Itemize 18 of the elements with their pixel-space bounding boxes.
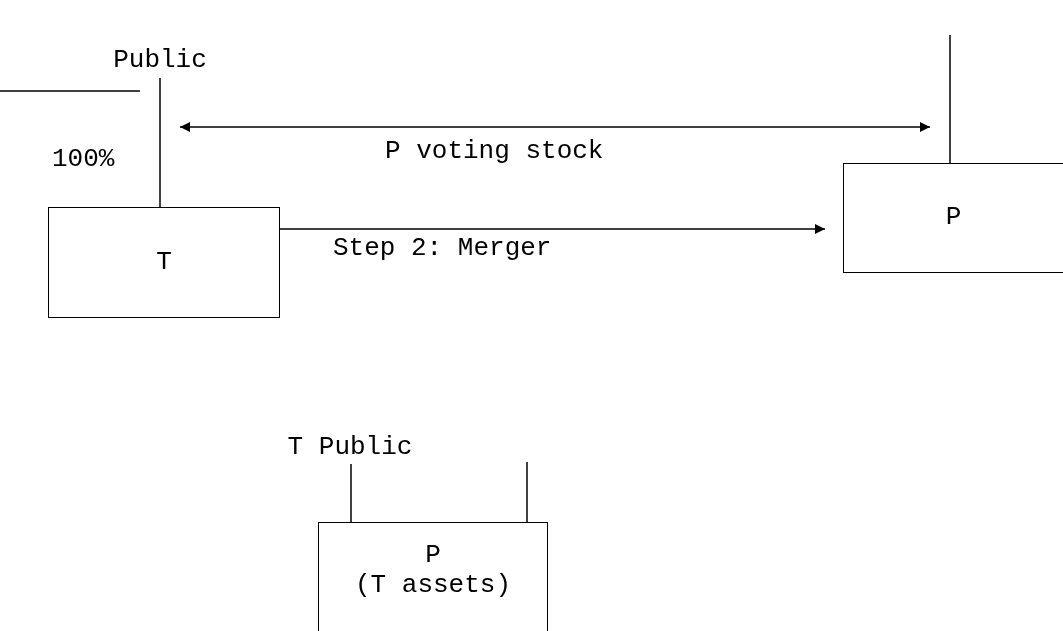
entity-box [48, 207, 280, 318]
ownership-line [949, 34, 951, 164]
entity-name: P [945, 203, 962, 233]
ownership-line [526, 461, 528, 523]
shareholder-label: T Public [250, 432, 450, 464]
entity-name: T [156, 247, 172, 278]
arrow [279, 224, 826, 234]
entity-box [843, 163, 1063, 273]
entity-name: P [425, 541, 441, 571]
edge-label: Step 2: Merger [333, 233, 552, 263]
edge-label: P voting stock [385, 136, 604, 166]
ownership-line [159, 77, 161, 208]
ownership-percentage: 100% [52, 144, 115, 174]
shareholder-label: Public [100, 44, 220, 78]
entity-box [318, 522, 548, 631]
entity-name: (T assets) [355, 570, 511, 601]
ownership-line [350, 463, 352, 523]
arrow [179, 122, 931, 132]
